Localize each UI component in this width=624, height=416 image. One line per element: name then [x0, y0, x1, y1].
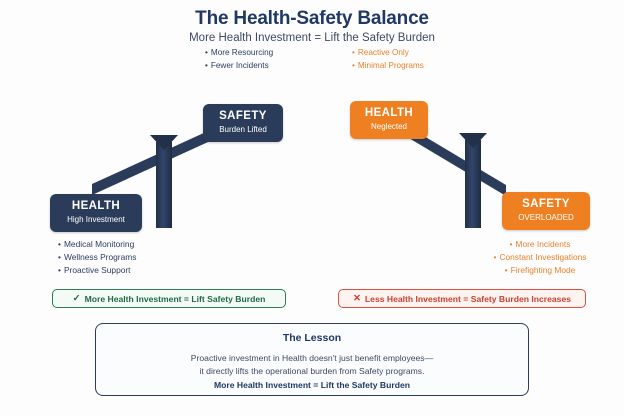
list-item-label: More Incidents [515, 239, 571, 249]
list-item-label: Minimal Programs [357, 60, 424, 70]
node-safety-overloaded[interactable]: SAFETY OVERLOADED [502, 192, 590, 230]
lesson-line-1: Proactive investment in Health doesn't j… [190, 353, 434, 363]
bullet-dot-icon: • [504, 265, 508, 275]
node-title: SAFETY [219, 110, 267, 122]
bullet-dot-icon: • [352, 48, 355, 57]
seesaw-left-post [156, 142, 172, 228]
lesson-line-3: More Health Investment = Lift the Safety… [213, 380, 411, 390]
list-item-label: Constant Investigations [499, 252, 587, 262]
list-item-label: Firefighting Mode [510, 265, 576, 275]
lesson-title: The Lesson [282, 332, 342, 344]
callout-negative[interactable]: ✕ Less Health Investment = Safety Burden… [338, 289, 586, 308]
node-subtitle: Burden Lifted [219, 125, 267, 134]
mid-bullets-left: •Medical Monitoring •Wellness Programs •… [58, 238, 136, 277]
bullet-dot-icon: • [509, 239, 513, 249]
bullet-dot-icon: • [352, 60, 355, 70]
mid-bullets-right: •More Incidents •Constant Investigations… [470, 238, 610, 277]
list-item: •Fewer Incidents [205, 60, 273, 73]
list-item: •Proactive Support [58, 264, 136, 277]
seesaw-left [92, 121, 230, 228]
node-title: HEALTH [364, 107, 414, 119]
list-item-label: Reactive Only [357, 48, 409, 57]
list-item: •Reactive Only [352, 47, 424, 60]
list-item-label: Fewer Incidents [210, 60, 269, 70]
bullet-dot-icon: • [58, 265, 61, 275]
list-item: •Wellness Programs [58, 251, 136, 264]
lesson-line-2: it directly lifts the operational burden… [199, 366, 425, 376]
list-item-label: Wellness Programs [63, 252, 137, 262]
bullet-dot-icon: • [205, 60, 208, 70]
lesson-panel: The Lesson Proactive investment in Healt… [95, 323, 529, 396]
node-subtitle: High Investment [67, 215, 125, 224]
list-item: •Medical Monitoring [58, 238, 136, 251]
list-item: •More Resourcing [205, 47, 273, 60]
bullet-dot-icon: • [58, 252, 61, 262]
node-subtitle: Neglected [370, 122, 408, 131]
cross-icon: ✕ [352, 293, 361, 304]
list-item: •Firefighting Mode [470, 264, 610, 277]
list-item-label: Proactive Support [63, 265, 131, 275]
list-item: •Minimal Programs [352, 60, 424, 73]
top-bullets-left: •More Resourcing •Fewer Incidents [205, 47, 273, 72]
node-title: HEALTH [71, 200, 121, 212]
node-safety-burden-lifted[interactable]: SAFETY Burden Lifted [203, 104, 283, 142]
top-bullets-right: •Reactive Only •Minimal Programs [352, 47, 424, 72]
node-title: SAFETY [522, 198, 570, 210]
page-title: The Health-Safety Balance [195, 8, 429, 29]
seesaw-right-post [465, 140, 481, 228]
seesaw-left-pivot-icon [150, 135, 178, 150]
seesaw-right-pivot-icon [459, 133, 487, 148]
bullet-dot-icon: • [58, 239, 61, 249]
callout-positive[interactable]: ✓ More Health Investment = Lift Safety B… [52, 289, 286, 308]
bullet-dot-icon: • [205, 48, 208, 57]
list-item-label: Medical Monitoring [63, 239, 135, 249]
node-health-high-investment[interactable]: HEALTH High Investment [50, 194, 142, 232]
list-item: •More Incidents [470, 238, 610, 251]
node-health-neglected[interactable]: HEALTH Neglected [350, 101, 428, 139]
list-item-label: More Resourcing [210, 48, 274, 57]
page-subtitle: More Health Investment = Lift the Safety… [189, 32, 435, 44]
callout-negative-label: Less Health Investment = Safety Burden I… [364, 293, 572, 304]
check-icon: ✓ [72, 293, 81, 304]
callout-positive-label: More Health Investment = Lift Safety Bur… [84, 293, 266, 304]
list-item: •Constant Investigations [470, 251, 610, 264]
bullet-dot-icon: • [493, 252, 497, 262]
node-subtitle: OVERLOADED [518, 213, 574, 222]
